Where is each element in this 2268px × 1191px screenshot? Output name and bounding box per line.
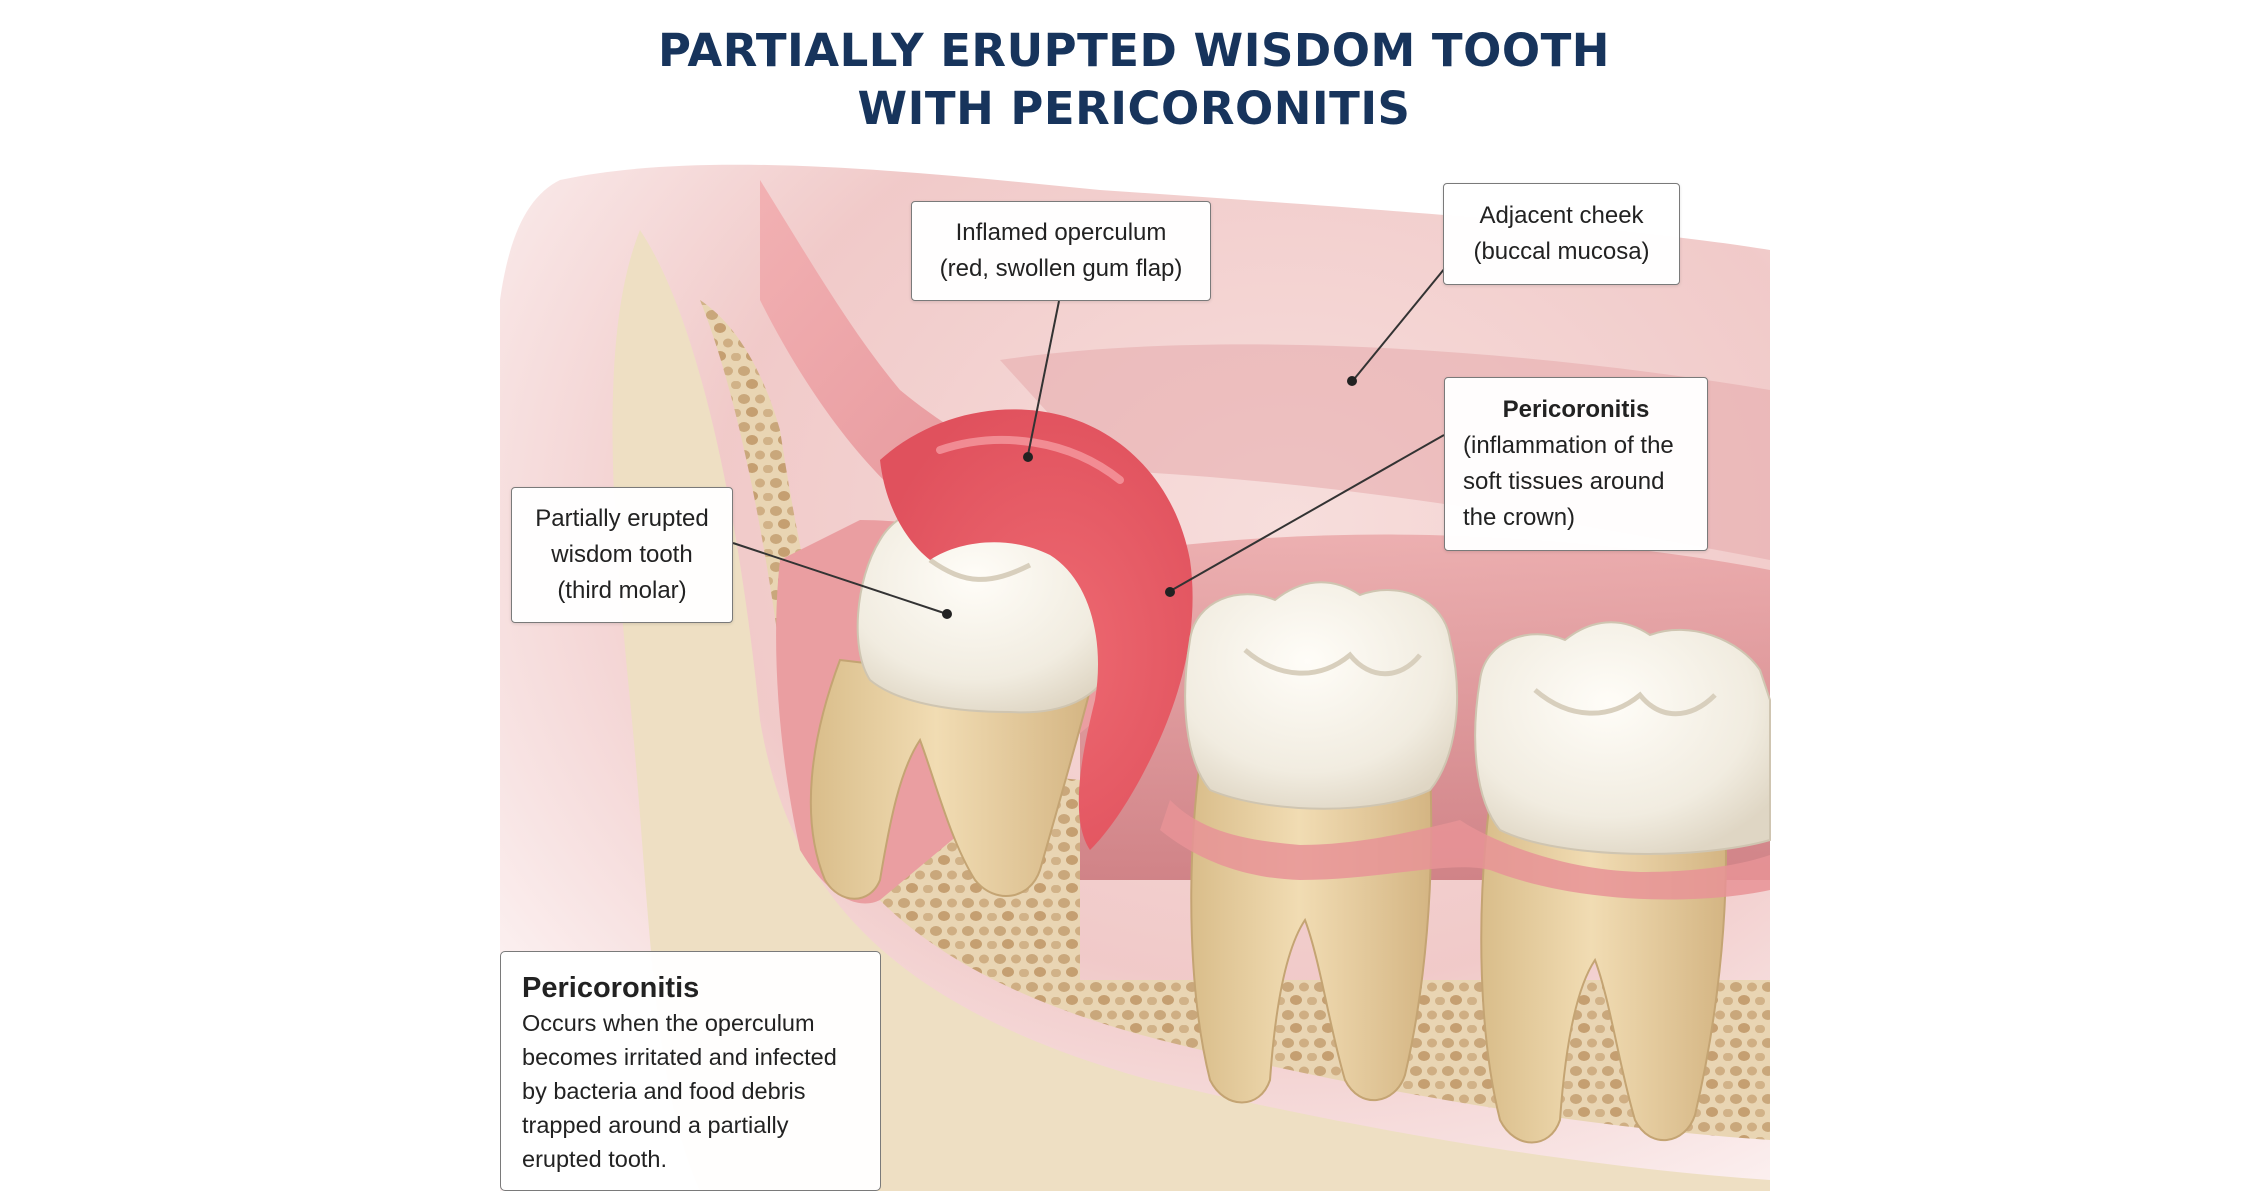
operculum-callout: Inflamed operculum (red, swollen gum fla… bbox=[911, 201, 1211, 301]
operculum-leader-dot bbox=[1023, 452, 1033, 462]
pericoronitis-info-box: Pericoronitis Occurs when the operculum … bbox=[500, 951, 881, 1191]
operculum-highlight bbox=[936, 436, 1124, 484]
wisdom-tooth-callout: Partially erupted wisdom tooth (third mo… bbox=[511, 487, 733, 623]
diagram-title-line-1: PARTIALLY ERUPTED WISDOM TOOTH bbox=[658, 24, 1610, 77]
pericoronitis-leader-dot bbox=[1165, 587, 1175, 597]
pericoronitis-callout-heading: Pericoronitis bbox=[1502, 396, 1650, 423]
info-box-line-3: by bacteria and food debris bbox=[522, 1078, 806, 1104]
wisdom-tooth-callout-line-1: Partially erupted bbox=[535, 505, 709, 532]
diagram-title-line-2: WITH PERICORONITIS bbox=[857, 82, 1411, 135]
first-molar-groove bbox=[1533, 688, 1717, 717]
cheek-callout-line-1: Adjacent cheek bbox=[1479, 202, 1644, 229]
wisdom-tooth-leader-line bbox=[732, 542, 945, 614]
wisdom-tooth-cusp-groove bbox=[928, 557, 1032, 582]
info-box-line-5: erupted tooth. bbox=[522, 1146, 668, 1172]
first-molar-crown bbox=[1474, 621, 1771, 855]
cheek-callout: Adjacent cheek (buccal mucosa) bbox=[1443, 183, 1680, 285]
cheek-callout-line-2: (buccal mucosa) bbox=[1473, 238, 1650, 265]
info-box-line-4: trapped around a partially bbox=[522, 1112, 789, 1138]
info-box-line-2: becomes irritated and infected bbox=[522, 1044, 837, 1070]
pericoronitis-callout-line-1: (inflammation of the bbox=[1463, 432, 1674, 459]
wisdom-tooth-callout-line-3: (third molar) bbox=[557, 577, 687, 604]
operculum-leader-line bbox=[1027, 300, 1060, 456]
pericoronitis-leader-line bbox=[1171, 434, 1445, 591]
second-molar-crown bbox=[1184, 581, 1459, 810]
pericoronitis-callout-line-3: the crown) bbox=[1463, 504, 1576, 531]
wisdom-tooth-callout-line-2: wisdom tooth bbox=[551, 541, 693, 568]
second-molar-groove bbox=[1243, 648, 1422, 677]
cheek-leader-dot bbox=[1347, 376, 1357, 386]
inflamed-operculum bbox=[880, 409, 1193, 850]
cheek-leader-line bbox=[1354, 267, 1446, 379]
info-box-heading: Pericoronitis bbox=[522, 972, 700, 1004]
operculum-callout-line-2: (red, swollen gum flap) bbox=[939, 255, 1183, 282]
jaw-bone-spongy bbox=[700, 300, 1770, 1140]
gingiva-margin bbox=[1160, 800, 1770, 900]
wisdom-tooth-root bbox=[809, 658, 1092, 900]
pericoronitis-callout-line-2: soft tissues around bbox=[1463, 468, 1665, 495]
operculum-callout-line-1: Inflamed operculum bbox=[955, 219, 1167, 246]
pericoronitis-callout: Pericoronitis (inflammation of the soft … bbox=[1444, 377, 1708, 551]
info-box-line-1: Occurs when the operculum bbox=[522, 1010, 815, 1036]
wisdom-tooth-leader-dot bbox=[942, 609, 952, 619]
